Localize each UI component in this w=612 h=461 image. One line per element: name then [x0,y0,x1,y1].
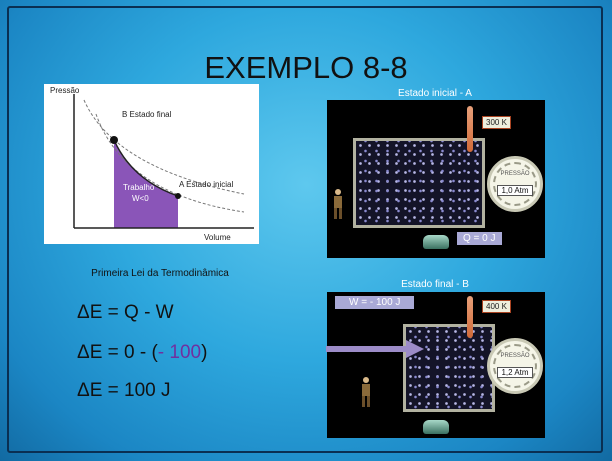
first-law-label: Primeira Lei da Termodinâmica [91,268,229,279]
pv-graph-drawing [73,94,254,229]
final-pressure-value: 1,2 Atm [497,367,533,378]
process-curve [113,139,179,197]
slide-title: EXEMPLO 8-8 [204,50,408,85]
lower-dashed-curve [95,113,245,213]
work-value: W = - 100 J [335,296,415,309]
initial-state-caption: Estado inicial - A [398,88,472,99]
final-pressure-gauge: PRESSÃO 1,2 Atm [487,338,543,394]
equation-3-text: ΔE = 100 J [77,380,171,401]
x-axis-label: Volume [204,233,231,242]
push-arrow-icon [326,340,424,358]
thermometer-icon [467,106,473,152]
heat-value: Q = 0 J [457,232,502,245]
initial-tank [353,138,485,228]
tank-stand-icon [423,235,449,249]
slide-frame [7,6,603,453]
equation-3: ΔE = 100 J [77,380,171,402]
equation-1: ΔE = Q - W [77,302,174,324]
state-b-label: B Estado final [122,110,172,119]
person-icon [362,377,370,407]
final-temperature: 400 K [482,300,511,313]
area-label-1: Trabalho [123,183,155,192]
equation-2: ΔE = 0 - (- 100) [77,342,207,364]
person-icon [334,189,342,219]
upper-dashed-curve [83,99,245,195]
point-b [110,136,118,144]
final-state-caption: Estado final - B [401,279,469,290]
initial-temperature: 300 K [482,116,511,129]
initial-state-panel: 300 K PRESSÃO 1,0 Atm Q = 0 J [327,100,545,258]
area-label-2: W<0 [132,194,149,203]
pv-graph: Pressão B Estado final A Estado inicial … [44,84,259,244]
final-state-panel: 400 K PRESSÃO 1,2 Atm W = - 100 J [327,292,545,438]
initial-pressure-value: 1,0 Atm [497,185,533,196]
state-a-label: A Estado inicial [179,180,234,189]
gauge-label: PRESSÃO [500,353,530,359]
equation-2-highlight: - 100 [157,342,202,363]
equation-2-close: ) [201,342,208,363]
gauge-label: PRESSÃO [500,171,530,177]
tank-stand-icon [423,420,449,434]
point-a [175,193,181,199]
equation-1-text: ΔE = Q - W [77,302,174,323]
thermometer-icon [467,296,473,338]
initial-pressure-gauge: PRESSÃO 1,0 Atm [487,156,543,212]
final-tank [403,324,495,412]
y-axis-label: Pressão [50,86,80,95]
work-area [114,140,178,228]
equation-2-text: ΔE = 0 - ( [77,342,158,363]
